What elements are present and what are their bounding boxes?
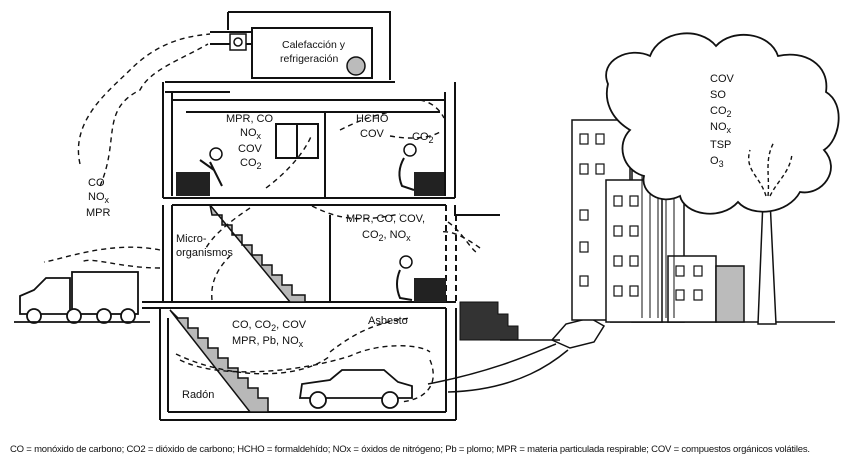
- smokestack: [757, 199, 777, 325]
- cloud-o3: O3: [710, 155, 724, 169]
- cloud-cov: COV: [710, 73, 735, 85]
- upper-left-room-label: MPR, CO NOx COV CO2: [226, 113, 274, 171]
- upper-mid-label: HCHO COV: [356, 113, 389, 140]
- asbestos-label: Asbesto: [368, 315, 408, 327]
- basement-label: CO, CO2, COV MPR, Pb, NOx Asbesto Radón: [182, 315, 408, 401]
- hvac-label-line2: refrigeración: [280, 53, 339, 65]
- middle-floor-label: MPR, CO, COV, CO2, NOx: [346, 213, 425, 243]
- basement-line1: CO, CO2, COV: [232, 319, 307, 333]
- cloud-nox: NOx: [710, 121, 732, 135]
- outdoor-steps: [459, 301, 519, 341]
- emissions-left-co: CO: [88, 177, 105, 189]
- cloud-so: SO: [710, 89, 726, 101]
- emissions-left-label: CO NOx MPR: [86, 177, 111, 219]
- basement-line2: MPR, Pb, NOx: [232, 335, 304, 349]
- upper-mid-cov: COV: [360, 128, 385, 140]
- hvac-label-line1: Calefacción y: [282, 39, 346, 51]
- emissions-left-mpr: MPR: [86, 207, 111, 219]
- building-stripes: [641, 158, 675, 318]
- house: [142, 11, 500, 421]
- upper-right-co2: CO2: [412, 131, 434, 145]
- car-garage: [298, 369, 413, 409]
- upper-left-mpr-co: MPR, CO: [226, 113, 274, 125]
- building-windows: [579, 133, 703, 301]
- microorganisms-label: Micro- organismos: [176, 233, 233, 259]
- person-desk-upper-left: [176, 147, 223, 196]
- micro-line2: organismos: [176, 247, 233, 259]
- upper-mid-hcho: HCHO: [356, 113, 389, 125]
- upper-left-nox: NOx: [240, 127, 262, 141]
- pollution-cloud: [605, 32, 840, 215]
- emissions-left-nox: NOx: [88, 191, 110, 205]
- person-desk-upper-right: [398, 143, 444, 196]
- cloud-co2: CO2: [710, 105, 732, 119]
- car-road: [427, 317, 606, 393]
- middle-line1: MPR, CO, COV,: [346, 213, 425, 225]
- stairs-basement: [169, 309, 269, 413]
- person-desk-middle: [396, 255, 446, 302]
- legend-caption: CO = monóxido de carbono; CO2 = dióxido …: [10, 444, 810, 455]
- hvac-unit: Calefacción y refrigeración: [229, 27, 373, 79]
- radon-label: Radón: [182, 389, 214, 401]
- cloud-pollutants-label: COV SO CO2 NOx TSP O3: [710, 73, 735, 169]
- window: [275, 123, 319, 159]
- airflow-arrows: [43, 33, 481, 403]
- middle-line2: CO2, NOx: [362, 229, 411, 243]
- cloud-tsp: TSP: [710, 139, 731, 151]
- upper-left-cov: COV: [238, 143, 263, 155]
- micro-line1: Micro-: [176, 233, 207, 245]
- upper-left-co2: CO2: [240, 157, 262, 171]
- truck: [14, 271, 150, 324]
